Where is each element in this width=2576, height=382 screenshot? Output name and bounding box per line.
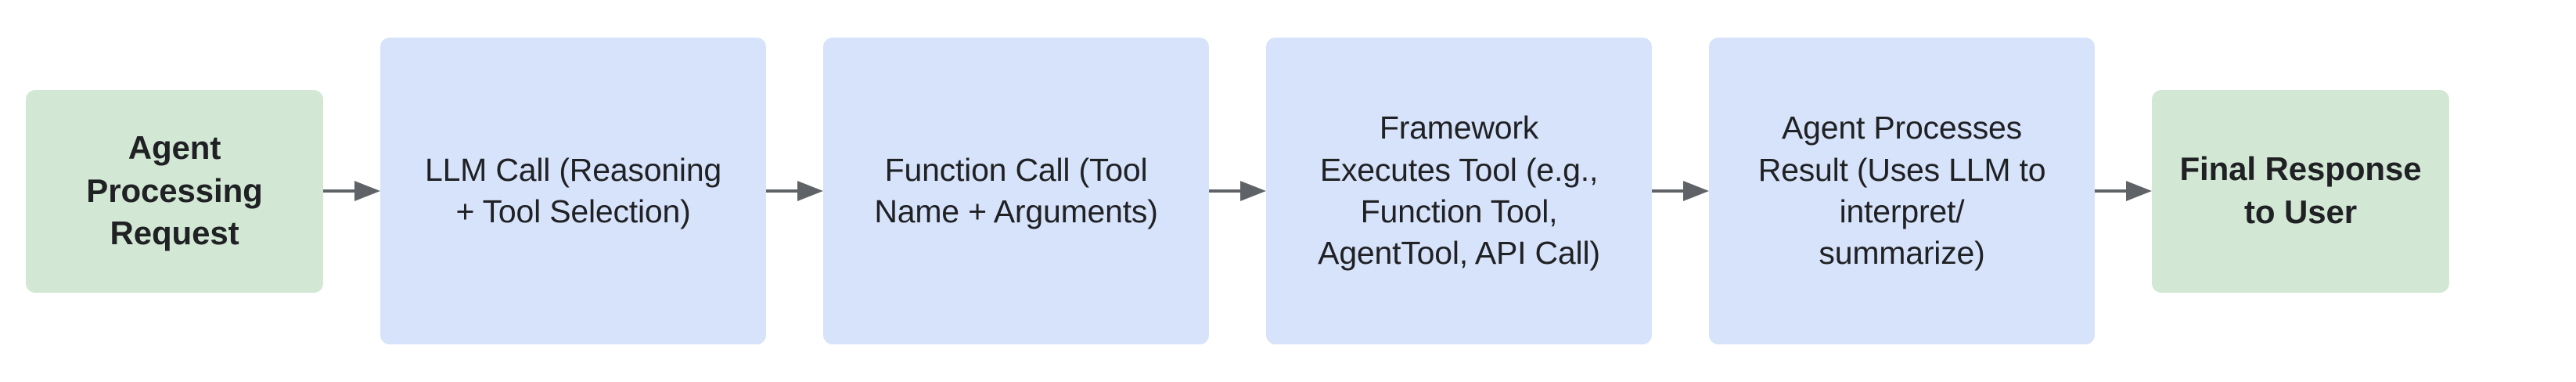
flow-connector-edge-2: [766, 178, 823, 204]
flow-node-label: Agent Processes Result (Uses LLM to inte…: [1758, 110, 2046, 272]
arrow-right-icon: [2095, 181, 2152, 201]
arrow-right-icon: [1652, 181, 1709, 201]
flow-node-label: Agent Processing Request: [86, 129, 263, 252]
flow-node-agent-processing-request[interactable]: Agent Processing Request: [26, 89, 323, 293]
flow-node-label: Function Call (Tool Name + Arguments): [874, 151, 1158, 229]
flow-node-agent-processes-result[interactable]: Agent Processes Result (Uses LLM to inte…: [1709, 38, 2095, 344]
flow-connector-edge-5: [2095, 178, 2152, 204]
flow-node-llm-call[interactable]: LLM Call (Reasoning + Tool Selection): [380, 38, 766, 344]
flow-connector-edge-3: [1209, 178, 1266, 204]
flow-node-label: LLM Call (Reasoning + Tool Selection): [424, 151, 722, 229]
flow-node-label: Final Response to User: [2179, 150, 2422, 230]
flow-connector-edge-1: [323, 178, 380, 204]
arrow-right-icon: [766, 181, 823, 201]
flow-node-label: Framework Executes Tool (e.g., Function …: [1318, 110, 1600, 272]
flow-node-final-response-to-user[interactable]: Final Response to User: [2152, 89, 2449, 293]
arrow-right-icon: [1209, 181, 1266, 201]
flow-connector-edge-4: [1652, 178, 1709, 204]
flow-node-function-call[interactable]: Function Call (Tool Name + Arguments): [823, 38, 1209, 344]
arrow-right-icon: [323, 181, 380, 201]
flow-node-framework-executes-tool[interactable]: Framework Executes Tool (e.g., Function …: [1266, 38, 1652, 344]
